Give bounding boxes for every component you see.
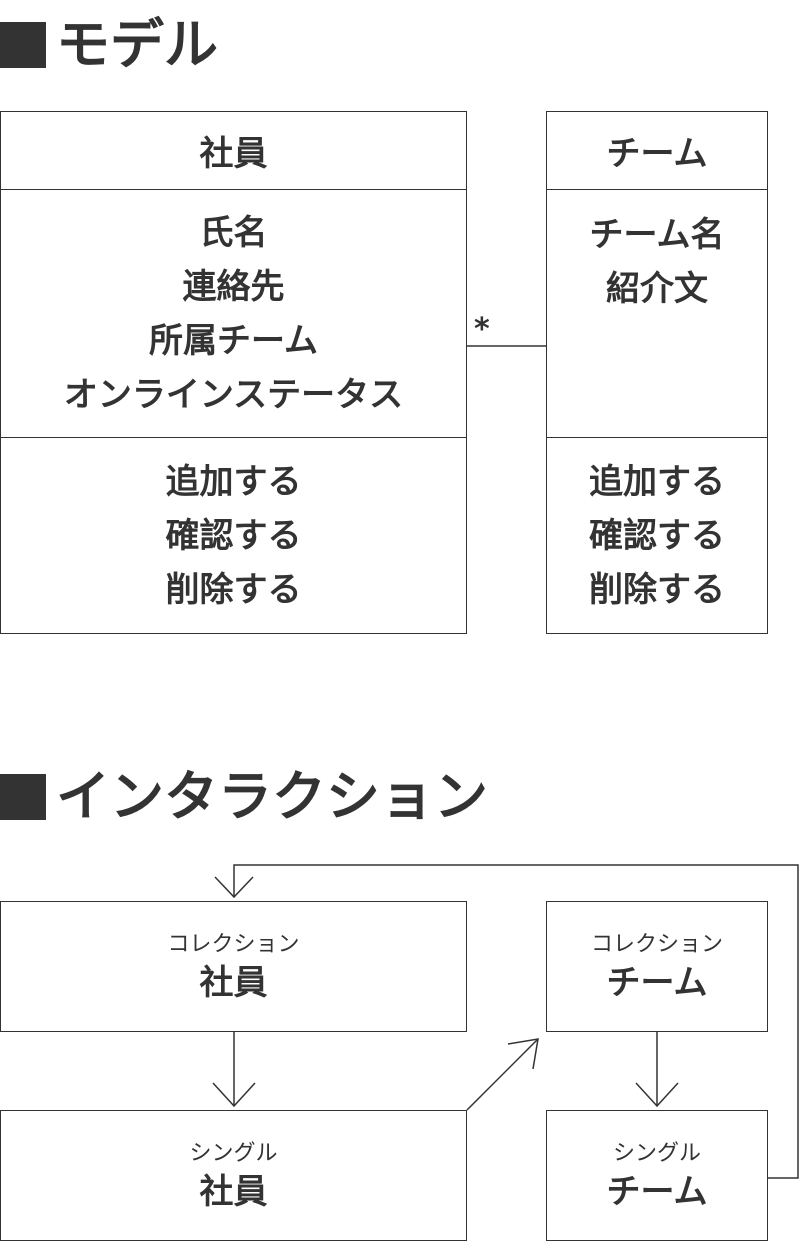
employee-collection-kind: コレクション <box>167 931 300 957</box>
single-to-team-collection-line <box>466 1038 539 1111</box>
employee-single-box: シングル 社員 <box>0 1110 467 1241</box>
employee-attribute: 連絡先 <box>182 266 285 307</box>
team-single-box: シングル チーム <box>546 1110 768 1241</box>
team-operations: 追加する 確認する 削除する <box>546 437 768 634</box>
employee-operation: 削除する <box>165 569 302 610</box>
team-class-name: チーム <box>606 134 708 174</box>
team-single-kind: シングル <box>612 1140 701 1166</box>
arrowhead-diagonal-icon <box>507 1038 539 1070</box>
employee-operation: 確認する <box>165 515 302 556</box>
employee-attributes: 氏名 連絡先 所属チーム オンラインステータス <box>0 188 467 439</box>
team-operation: 確認する <box>589 515 725 556</box>
employee-operation: 追加する <box>165 461 302 502</box>
square-bullet-icon <box>0 22 46 68</box>
square-bullet-icon <box>0 774 46 820</box>
arrowhead-down-icon <box>212 1082 256 1108</box>
team-operation: 削除する <box>589 569 725 610</box>
employee-operations: 追加する 確認する 削除する <box>0 437 467 634</box>
employee-class-name: 社員 <box>199 134 268 174</box>
employee-attribute: 所属チーム <box>149 320 318 361</box>
team-operation: 追加する <box>589 461 725 502</box>
team-attributes: チーム名 紹介文 <box>546 188 768 439</box>
employee-collection-name: 社員 <box>199 962 268 1003</box>
interaction-title-text: インタラクション <box>56 765 488 828</box>
interaction-section-title: インタラクション <box>0 770 488 824</box>
team-attribute: チーム名 <box>589 214 725 255</box>
model-section-title: モデル <box>0 18 218 72</box>
employee-attribute: 氏名 <box>199 212 268 253</box>
arrowhead-down-icon <box>635 1082 679 1108</box>
arrowhead-down-icon <box>214 876 254 899</box>
employee-attribute: オンラインステータス <box>63 374 404 415</box>
employee-single-kind: シングル <box>189 1140 278 1166</box>
team-collection-name: チーム <box>606 962 708 1003</box>
association-multiplicity: * <box>474 312 490 347</box>
employee-class-header: 社員 <box>0 111 467 190</box>
team-attribute: 紹介文 <box>605 268 708 309</box>
model-title-text: モデル <box>56 13 218 76</box>
team-collection-kind: コレクション <box>590 931 723 957</box>
team-collection-box: コレクション チーム <box>546 901 768 1032</box>
employee-collection-box: コレクション 社員 <box>0 901 467 1032</box>
loop-connector <box>233 864 799 1179</box>
team-single-name: チーム <box>606 1171 708 1212</box>
employee-single-name: 社員 <box>199 1171 268 1212</box>
